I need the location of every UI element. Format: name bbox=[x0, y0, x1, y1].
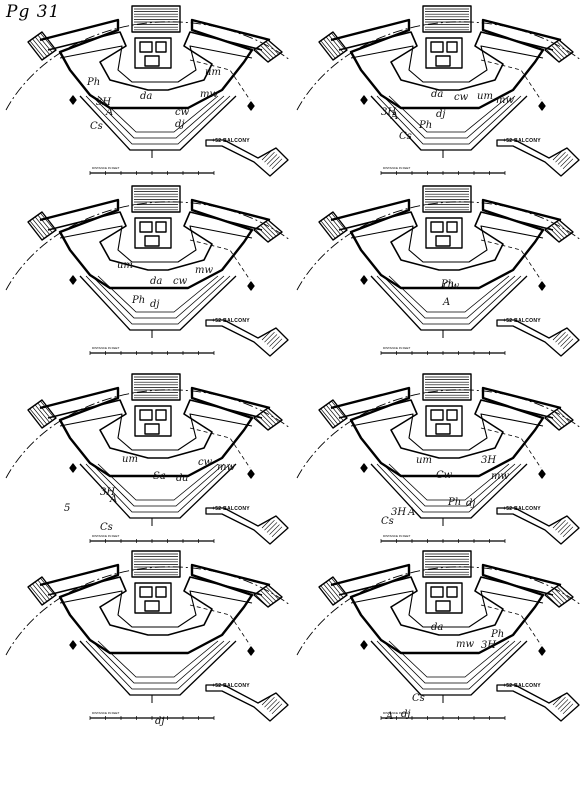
handwritten-note: Cs bbox=[381, 516, 394, 527]
balcony-label: +52 BALCONY bbox=[212, 318, 250, 324]
handwritten-note: mw bbox=[200, 89, 219, 100]
scale-label: DISTANCE IN FEET bbox=[383, 534, 411, 538]
scale-label: DISTANCE IN FEET bbox=[92, 346, 120, 350]
scale-label: DISTANCE IN FEET bbox=[383, 346, 411, 350]
handwritten-note: da bbox=[176, 473, 189, 484]
handwritten-note: mw bbox=[456, 639, 475, 650]
balcony-label: +52 BALCONY bbox=[503, 138, 541, 144]
floor-plan-drawing bbox=[296, 5, 582, 177]
handwritten-note: A bbox=[391, 111, 399, 122]
floor-plan-panel: +52 BALCONY DISTANCE IN FEET Ph da cw um mw dj 3… bbox=[0, 0, 291, 180]
handwritten-note: um bbox=[117, 260, 133, 271]
handwritten-note: 3H bbox=[96, 97, 112, 108]
handwritten-note: Cs bbox=[399, 131, 412, 142]
handwritten-note: dj bbox=[401, 709, 411, 720]
balcony-label: +52 BALCONY bbox=[503, 683, 541, 689]
handwritten-note: dj bbox=[155, 716, 165, 727]
floor-plan-drawing bbox=[296, 185, 582, 357]
balcony-label: +52 BALCONY bbox=[212, 138, 250, 144]
handwritten-note: dj bbox=[436, 109, 446, 120]
handwritten-note: mw bbox=[496, 95, 515, 106]
handwritten-note: um bbox=[122, 454, 138, 465]
balcony-label: +52 BALCONY bbox=[503, 318, 541, 324]
balcony-label: +52 BALCONY bbox=[212, 506, 250, 512]
scale-label: DISTANCE IN FEET bbox=[92, 166, 120, 170]
handwritten-note: da bbox=[150, 276, 163, 287]
handwritten-note: A bbox=[106, 107, 114, 118]
handwritten-note: 3H bbox=[481, 455, 497, 466]
scale-label: DISTANCE IN FEET bbox=[383, 166, 411, 170]
floor-plan-drawing bbox=[5, 5, 291, 177]
handwritten-note: A bbox=[443, 297, 451, 308]
handwritten-note: mw bbox=[491, 471, 510, 482]
handwritten-note: 3H bbox=[100, 487, 116, 498]
handwritten-note: cw bbox=[198, 457, 213, 468]
handwritten-note: Cw bbox=[443, 281, 460, 292]
scale-label: DISTANCE IN FEET bbox=[92, 534, 120, 538]
floor-plan-drawing bbox=[296, 373, 582, 545]
handwritten-note: cw bbox=[175, 107, 190, 118]
handwritten-note: Ph bbox=[491, 629, 505, 640]
handwritten-note: Ph bbox=[419, 120, 433, 131]
scale-label: DISTANCE IN FEET bbox=[383, 711, 411, 715]
handwritten-note: A bbox=[110, 494, 118, 505]
scale-label: DISTANCE IN FEET bbox=[92, 711, 120, 715]
handwritten-note: mw bbox=[217, 462, 236, 473]
page-label: Pg 31 bbox=[6, 2, 61, 22]
floor-plan-drawing bbox=[5, 550, 291, 722]
floor-plan-drawing bbox=[296, 550, 582, 722]
handwritten-note: um bbox=[416, 455, 432, 466]
handwritten-note: Sa bbox=[153, 471, 166, 482]
handwritten-note: cw bbox=[173, 276, 188, 287]
handwritten-note: A bbox=[408, 507, 416, 518]
handwritten-note: 3H bbox=[481, 640, 497, 651]
handwritten-note: dj bbox=[150, 299, 160, 310]
handwritten-note: um bbox=[205, 67, 221, 78]
handwritten-note: mw bbox=[195, 265, 214, 276]
handwritten-note: Cs bbox=[90, 121, 103, 132]
handwritten-note: dj bbox=[175, 119, 185, 130]
handwritten-note: um bbox=[477, 91, 493, 102]
handwritten-note: 3H bbox=[381, 107, 397, 118]
floor-plan-drawing bbox=[5, 185, 291, 357]
handwritten-note: dj bbox=[466, 498, 476, 509]
handwritten-note: 3H bbox=[391, 507, 407, 518]
handwritten-note: da bbox=[140, 91, 153, 102]
handwritten-note: cw bbox=[454, 92, 469, 103]
handwritten-note: Ph bbox=[441, 279, 455, 290]
handwritten-note: 5 bbox=[64, 503, 71, 514]
handwritten-note: A bbox=[386, 711, 394, 722]
balcony-label: +52 BALCONY bbox=[503, 506, 541, 512]
handwritten-note: da bbox=[431, 89, 444, 100]
handwritten-note: Cs bbox=[100, 522, 113, 533]
handwritten-note: da bbox=[431, 622, 444, 633]
floor-plan-drawing bbox=[5, 373, 291, 545]
floor-plan-panel: +52 BALCONY DISTANCE IN FEET dj bbox=[0, 545, 291, 800]
handwritten-note: Cw bbox=[436, 470, 453, 481]
handwritten-note: Cs bbox=[412, 693, 425, 704]
handwritten-note: Ph bbox=[132, 295, 146, 306]
balcony-label: +52 BALCONY bbox=[212, 683, 250, 689]
handwritten-note: Ph bbox=[87, 77, 101, 88]
handwritten-note: Ph bbox=[448, 497, 462, 508]
